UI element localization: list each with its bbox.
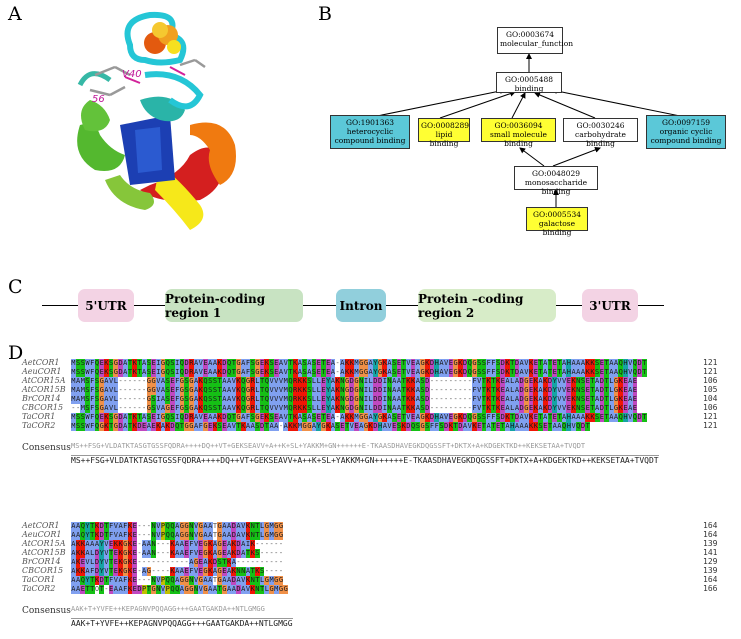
block2-seq-name: AtCOR15B (22, 548, 66, 557)
go-id: GO:0048029 (531, 169, 581, 178)
go-term: binding (514, 84, 544, 93)
svg-text:V40: V40 (122, 69, 142, 80)
block1-seq-end: 121 (703, 412, 718, 421)
gene-region-3utr: 3'UTR (582, 289, 638, 322)
block2-seq-name: AtCOR15A (22, 539, 66, 548)
block2-sequence-row: AKKAAAYVEKKGKE-AAN---KAAEFVEGKAGEAKDAIK-… (71, 540, 284, 549)
block2-seq-end: 139 (703, 566, 718, 575)
go-node-carbohydrate-binding: GO:0030246 carbohydrate binding (563, 118, 638, 148)
block1-seq-name: TaCOR1 (22, 412, 56, 421)
go-node-molecular-function: GO:0003674 molecular_function (497, 27, 574, 54)
block2-seq-name: AetCOR1 (22, 521, 60, 530)
block1-seq-end: 121 (703, 367, 718, 376)
block1-seq-name: BrCOR14 (22, 394, 61, 403)
block1-sequence-row: --MSFSGAVL------GSVAGEFGSGAKQSSTAAVKQGRL… (71, 404, 638, 413)
block1-seq-name: AeuCOR1 (22, 367, 62, 376)
block1-seq-name: CBCOR15 (22, 403, 64, 412)
go-graph-edges (376, 53, 681, 207)
block2-seq-end: 139 (703, 539, 718, 548)
gene-region-coding-2: Protein –coding region 2 (418, 289, 556, 322)
block1-seq-end: 104 (703, 394, 718, 403)
block2-seq-name: TaCOR2 (22, 584, 56, 593)
go-id: GO:0005534 (532, 210, 582, 219)
go-term: galactose binding (538, 219, 576, 237)
go-node-lipid-binding: GO:0008289 lipid binding (418, 118, 470, 148)
block1-sequence-row: MSSWFQEKSGDATKTASEIGQSIQDRAVEAAKDQTGAFSG… (71, 359, 647, 368)
go-term: molecular_function (500, 39, 574, 48)
block2-consensus-logo: AAK+T+YVFE++KEPAGNVPQQAGG+++GAATGAKDA++N… (71, 605, 265, 613)
block2-sequence-row: AKKALDYVTEKGKE-AAN---KAAEFVEGKAGEAKDATKS… (71, 549, 284, 558)
block1-consensus-sequence: MS++FSG+VLDATKTASGTGSSFQDRA++++DQ++VT+GE… (71, 455, 659, 465)
go-id: GO:0005488 (504, 75, 554, 84)
go-term: carbohydrate binding (575, 130, 626, 148)
block2-seq-name: CBCOR15 (22, 566, 64, 575)
region-label: 5'UTR (85, 298, 127, 313)
block2-consensus-label: Consensus (22, 606, 71, 616)
go-node-heterocyclic-compound-binding: GO:1901363 heterocyclic compound binding (330, 115, 410, 149)
block1-seq-name: AtCOR15B (22, 385, 66, 394)
panel-label-b: B (318, 3, 332, 25)
block1-sequence-row: MAMSFSGAVL------GSIASEFGSGAKQSSTAAVKQGRL… (71, 395, 638, 404)
go-id: GO:0003674 (505, 30, 555, 39)
block1-sequence-row: MSSWFQGKTGDATKDEAEKAKDQTGGAFGEKSEAVTKAAS… (71, 422, 591, 431)
block2-sequence-row: AAETTOT-EAAFKEDPTGNVPQQAGGNVGAATGAADAVKN… (71, 585, 289, 594)
go-term: monosaccharide binding (524, 178, 588, 196)
block2-seq-end: 141 (703, 548, 718, 557)
svg-text:56: 56 (92, 94, 105, 105)
block2-seq-name: AeuCOR1 (22, 530, 62, 539)
block1-sequence-row: MAMSFSGAVL------GGVASEFGSGAKQSSTAAVKQGRL… (71, 386, 638, 395)
go-node-galactose-binding: GO:0005534 galactose binding (526, 207, 588, 237)
block2-seq-name: TaCOR1 (22, 575, 56, 584)
block2-sequence-row: AAQYTKDTFVAFKE---NVPQQAGGNVGAAТGAADAVKNT… (71, 531, 284, 540)
block1-sequence-row: MAMSFSGAVL------GGVASEFGSGAKQSSTAAVKQGRL… (71, 377, 638, 386)
region-label: Protein-coding region 1 (165, 291, 266, 320)
block1-seq-end: 105 (703, 385, 718, 394)
region-label: Protein –coding region 2 (418, 291, 524, 320)
block2-seq-end: 164 (703, 575, 718, 584)
gene-region-intron: Intron (336, 289, 386, 322)
go-id: GO:0030246 (576, 121, 625, 130)
go-term: heterocyclic compound binding (334, 127, 406, 145)
block2-sequence-row: AAQYTKDTFVAFKE---NVPQQAGGNVGAAТGAADAVKNT… (71, 576, 284, 585)
block1-sequence-row: MSSWFQEKSGDATKTASEIGQSIQDRAVEAAKDQTGAFSG… (71, 413, 647, 422)
block2-seq-end: 166 (703, 584, 718, 593)
block1-seq-name: AtCOR15A (22, 376, 66, 385)
block2-seq-end: 129 (703, 557, 718, 566)
block1-consensus-label: Consensus (22, 443, 71, 453)
block2-seq-name: BrCOR14 (22, 557, 61, 566)
block1-sequence-row: MSSWFQEKSGDATKTASEIGQSIQDRAVEAAKDQTGAFSG… (71, 368, 647, 377)
go-node-small-molecule-binding: GO:0036094 small molecule binding (481, 118, 556, 148)
region-label: Intron (339, 298, 383, 313)
go-node-organic-cyclic-compound-binding: GO:0097159 organic cyclic compound bindi… (646, 115, 726, 149)
gene-region-5utr: 5'UTR (78, 289, 134, 322)
panel-label-c: C (8, 276, 23, 298)
go-node-monosaccharide-binding: GO:0048029 monosaccharide binding (514, 166, 598, 196)
go-node-binding: GO:0005488 binding (496, 72, 562, 93)
block2-seq-end: 164 (703, 521, 718, 530)
panel-label-d: D (8, 342, 24, 364)
go-term: organic cyclic compound binding (650, 127, 722, 145)
block1-seq-end: 121 (703, 358, 718, 367)
go-id: GO:0008289 (421, 121, 470, 130)
go-id: GO:0097159 (661, 118, 711, 127)
block1-seq-name: TaCOR2 (22, 421, 56, 430)
panel-label-a: A (8, 3, 22, 25)
gene-region-coding-1: Protein-coding region 1 (165, 289, 303, 322)
block2-seq-end: 164 (703, 530, 718, 539)
block1-seq-end: 121 (703, 421, 718, 430)
block1-seq-name: AetCOR1 (22, 358, 60, 367)
block1-seq-end: 106 (703, 376, 718, 385)
region-label: 3'UTR (589, 298, 631, 313)
block2-sequence-row: AKEVLDYVTEKGKE-----------AGEAKDSTKA-----… (71, 558, 284, 567)
go-id: GO:0036094 (494, 121, 543, 130)
go-term: small molecule binding (490, 130, 547, 148)
block1-seq-end: 106 (703, 403, 718, 412)
block1-consensus-logo: MS++FSG+VLDATKTASGTGSSFQDRA++++DQ++VT+GE… (71, 442, 586, 450)
go-term: lipid binding (429, 130, 459, 148)
block2-consensus-sequence: AAK+T+YVFE++KEPAGNVPQQAGG+++GAATGAKDA++N… (71, 618, 293, 628)
block2-sequence-row: AAQYTKDTFVAFKE---NVPQQAGGNVGAAТGAADAVKNT… (71, 522, 284, 531)
block2-sequence-row: AKKAFDYVTEKGKE-AG----KAAEFVEGKAGEAKNNATK… (71, 567, 284, 576)
go-id: GO:1901363 (345, 118, 395, 127)
protein-structure-ribbon: V40 56 (77, 11, 236, 230)
